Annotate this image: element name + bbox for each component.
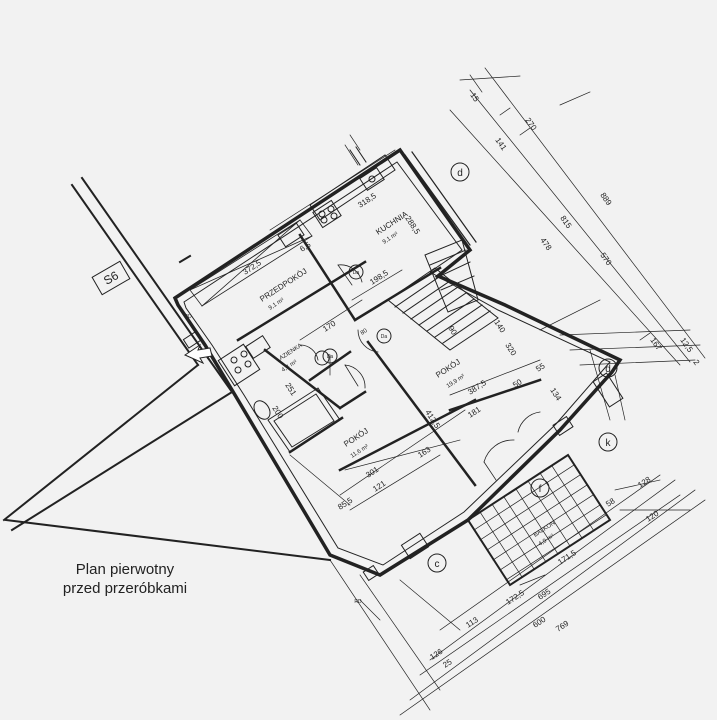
entrance-arrow-icon (183, 343, 213, 365)
dim-815: 815 (558, 214, 573, 231)
stairwell-label-box (91, 260, 131, 296)
dim-121: 121 (371, 479, 388, 494)
dim-251: 251 (283, 381, 298, 398)
dim-288-5: 288,5 (403, 214, 422, 236)
living-room-area: 19,9 m² (446, 374, 466, 390)
plan-caption: Plan pierwotny przed przeróbkami (40, 560, 210, 598)
bathroom-fittings (217, 334, 341, 453)
hallway-wardrobe (189, 219, 313, 307)
caption-line-1: Plan pierwotny (75, 561, 175, 578)
door-markers: Da Da Da RD RD (184, 270, 387, 605)
bathroom-area: 4,4 m² (281, 359, 299, 373)
dim-167: 167 (648, 336, 663, 353)
dim-170: 170 (321, 319, 338, 334)
rd-marker-2: RD (184, 314, 192, 320)
dim-301: 301 (364, 465, 381, 480)
caption-line-2: przed przeróbkami (62, 580, 188, 597)
door-swings (299, 264, 541, 481)
dim-12-5: 12,5 (678, 336, 695, 354)
dim-113: 113 (464, 615, 480, 630)
stairwell-label: S6 (101, 268, 121, 288)
rd-marker-1: RD (354, 599, 362, 605)
axis-c: c (435, 559, 440, 570)
dim-695: 695 (536, 587, 553, 602)
kitchen-fittings (277, 146, 396, 248)
dim-889: 889 (598, 191, 613, 208)
dim-478: 478 (538, 236, 553, 253)
dim-120: 120 (644, 509, 661, 524)
dim-141: 141 (493, 136, 508, 153)
internal-staircase (387, 239, 499, 351)
axis-d-top: d (457, 168, 463, 179)
columns (182, 331, 624, 582)
dim-90: 90 (446, 324, 459, 337)
dim-320: 320 (503, 341, 518, 358)
dim-600: 600 (531, 615, 548, 630)
door-marker-circles (322, 264, 392, 364)
dim-163: 163 (416, 445, 433, 460)
dim-134: 134 (548, 386, 563, 403)
axis-circles (427, 162, 618, 573)
bathroom-name: ŁAZIENKA (276, 343, 304, 364)
stairwell-walls (2, 176, 332, 562)
hallway-name: PRZEDPOKÓJ (258, 267, 308, 304)
door-marker-3: Da (327, 354, 334, 360)
dim-171-5: 171,5 (556, 548, 578, 567)
window-right (404, 151, 477, 246)
axis-f: f (539, 484, 542, 495)
dim-769: 769 (554, 619, 571, 634)
axis-labels: d d k f c (435, 168, 612, 570)
door-marker-1: Da (353, 270, 360, 276)
dim-80: 80 (360, 328, 369, 337)
dim-200: 200 (270, 404, 285, 421)
hallway-area: 9,1 m² (268, 297, 286, 311)
balcony-grid (466, 453, 612, 587)
door-marker-2: Da (381, 334, 388, 340)
dimension-lines (269, 67, 706, 716)
dim-140: 140 (492, 318, 507, 335)
kitchen-area: 9,1 m² (382, 231, 400, 245)
dim-181: 181 (466, 405, 483, 420)
axis-d-right: d (605, 364, 611, 375)
kitchen-name: KUCHNIA (374, 209, 410, 237)
axis-k: k (606, 438, 612, 449)
dim-387-5: 387,5 (466, 378, 488, 397)
dim-128: 128 (636, 475, 653, 490)
dim-270: 270 (523, 116, 538, 133)
dim-2: 2 (691, 358, 701, 367)
dim-55: 55 (534, 361, 547, 374)
